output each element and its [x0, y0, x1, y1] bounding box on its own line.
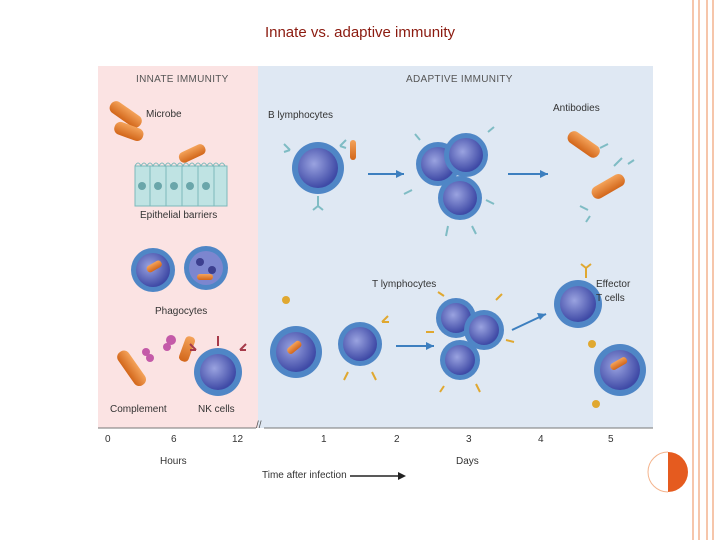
axis-break: //: [256, 420, 262, 431]
b-cell-cluster-icon: [404, 127, 494, 236]
days-tick-1: 1: [321, 434, 327, 445]
days-tick-3: 3: [466, 434, 472, 445]
hours-tick-6: 6: [171, 434, 177, 445]
nk-cells-label: NK cells: [198, 404, 235, 415]
phagocyte-icon: [131, 246, 228, 292]
days-tick-4: 4: [538, 434, 544, 445]
b-lymphocyte-icon: [284, 140, 356, 210]
hours-tick-0: 0: [105, 434, 111, 445]
innate-immunity-header: INNATE IMMUNITY: [136, 74, 229, 85]
t-lymphocytes-label: T lymphocytes: [372, 279, 436, 290]
epithelial-barrier-icon: [135, 163, 227, 206]
hours-tick-12: 12: [232, 434, 243, 445]
days-tick-5: 5: [608, 434, 614, 445]
nk-cell-icon: [178, 335, 246, 396]
adaptive-immunity-header: ADAPTIVE IMMUNITY: [406, 74, 513, 85]
complement-label: Complement: [110, 404, 167, 415]
b-lymphocytes-label: B lymphocytes: [268, 110, 333, 121]
t-cell-cluster-icon: [426, 292, 514, 392]
epithelial-barriers-label: Epithelial barriers: [140, 210, 217, 221]
effector-label: Effector: [596, 279, 630, 290]
t-cells-label: T cells: [596, 293, 625, 304]
days-tick-2: 2: [394, 434, 400, 445]
microbe-label: Microbe: [146, 109, 182, 120]
time-after-infection-label: Time after infection: [262, 470, 347, 481]
hours-axis-label: Hours: [160, 456, 187, 467]
antibody-icon: [565, 129, 634, 222]
complement-icon: [115, 335, 176, 388]
time-arrow-icon: [350, 472, 406, 480]
antibodies-label: Antibodies: [553, 103, 600, 114]
t-lymphocyte-icon: [270, 296, 389, 380]
days-axis-label: Days: [456, 456, 479, 467]
phagocytes-label: Phagocytes: [155, 306, 207, 317]
